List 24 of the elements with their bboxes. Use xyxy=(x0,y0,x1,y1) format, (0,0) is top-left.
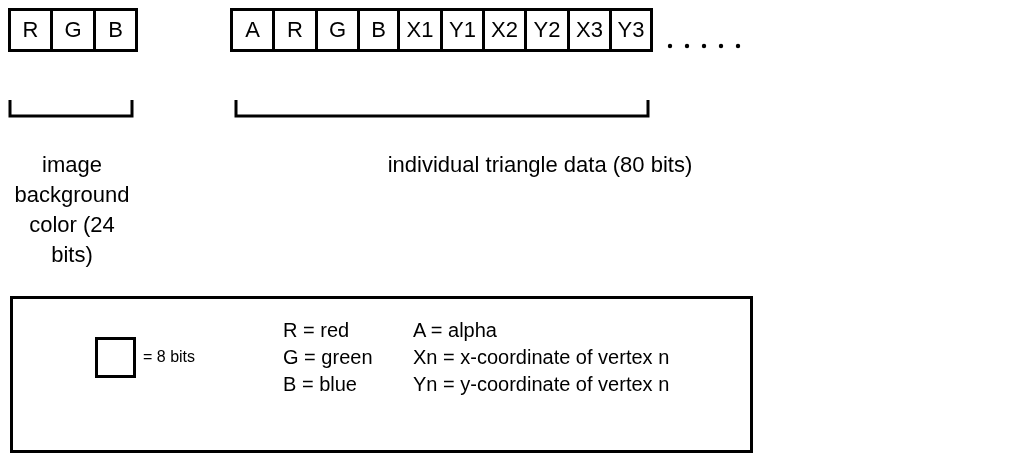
key-entry: Yn = y-coordinate of vertex n xyxy=(413,373,670,396)
bit-field-cell: R xyxy=(272,8,318,52)
key-entry: R = red xyxy=(283,319,350,342)
key-entry: G = green xyxy=(283,346,373,369)
caption-text: individual triangle data (80 bits) xyxy=(386,151,694,179)
bit-field-cell: R xyxy=(8,8,53,52)
bit-field-cell: X1 xyxy=(397,8,443,52)
key-entry: Xn = x-coordinate of vertex n xyxy=(413,346,670,369)
key-entry: B = blue xyxy=(283,373,357,396)
bit-field-cell: Y2 xyxy=(524,8,570,52)
bit-field-cell: X3 xyxy=(567,8,612,52)
caption-text: image background color (24 bits) xyxy=(13,151,131,269)
key-panel xyxy=(10,296,753,453)
key-entry: A = alpha xyxy=(413,319,497,342)
bit-field-cell: G xyxy=(50,8,96,52)
bit-field-cell: A xyxy=(230,8,275,52)
size-note: = 8 bits xyxy=(143,348,196,366)
byte-square xyxy=(95,337,136,378)
bit-field-cell: X2 xyxy=(482,8,527,52)
bit-field-cell: G xyxy=(315,8,360,52)
bit-field-cell: Y3 xyxy=(609,8,653,52)
bit-field-cell: B xyxy=(93,8,138,52)
bit-field-cell: Y1 xyxy=(440,8,485,52)
bit-field-cell: B xyxy=(357,8,400,52)
